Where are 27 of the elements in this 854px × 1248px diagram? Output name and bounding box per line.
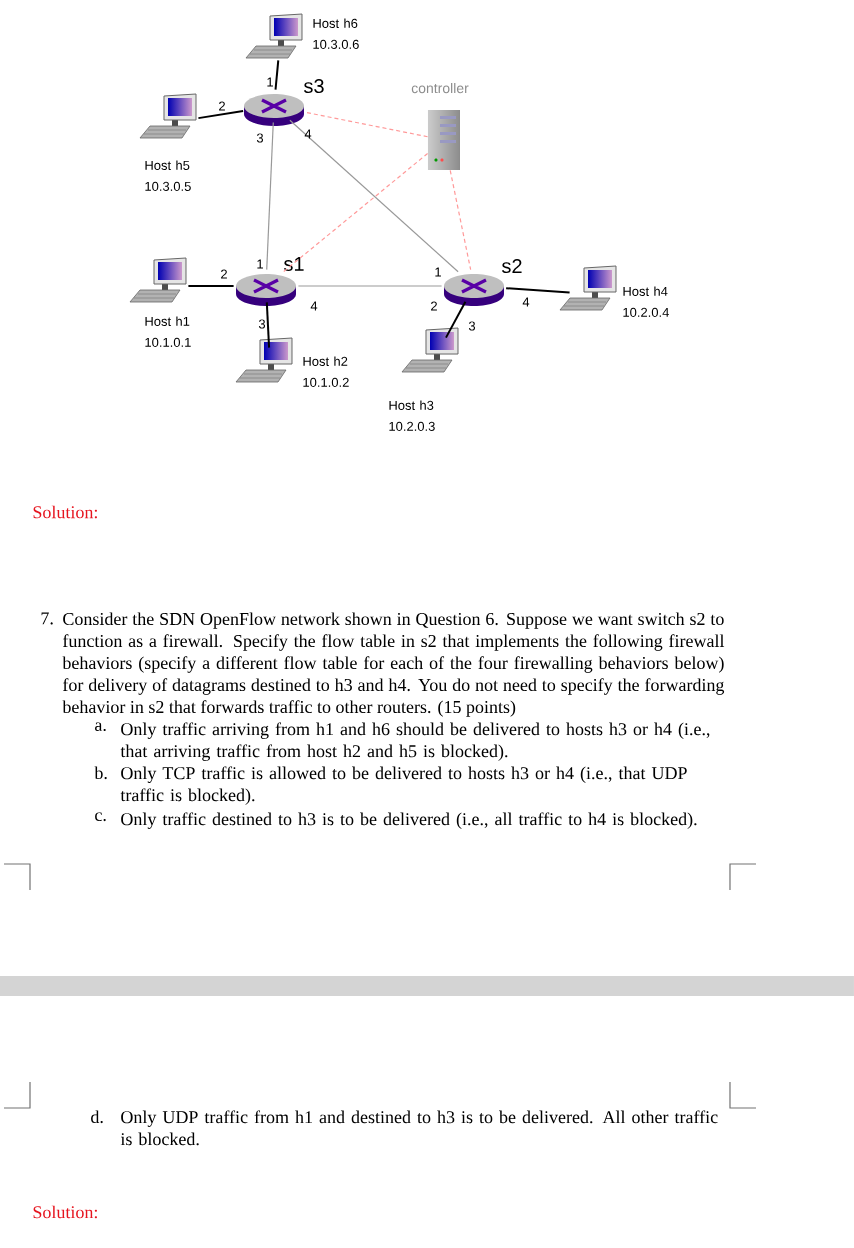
- switch-label: s1: [284, 257, 304, 271]
- list-marker: b.: [94, 766, 107, 780]
- solution-label: Solution:: [33, 505, 97, 519]
- link-line: [197, 109, 245, 120]
- control-link: [303, 111, 429, 138]
- list-marker: 7.: [41, 612, 53, 625]
- link-line: [187, 285, 235, 287]
- list-item: Only traffic arriving from h1 and h6 should be delivered to hosts h3 or h4 (i.e., that arriving traffic from host h2 and h5 is blocked).: [120, 722, 710, 761]
- link-line: [297, 285, 443, 287]
- list-marker: c.: [95, 812, 106, 822]
- list-item: Only traffic destined to h3 is to be delivered (i.e., all traffic to h4 is blocked).: [121, 812, 697, 829]
- link-line: [505, 287, 571, 294]
- control-link: [282, 152, 429, 273]
- question-text: Consider the SDN OpenFlow network shown in Question 6. Suppose we want switch s2 to function as a firewall. Specify the flow table in s2 that implements the following firewall behaviors (specify a different flow table for each of the four firewalling behaviors below) for delivery of datagrams destined to h3 and h4. You do not need to specify the forwarding behavior in s2 that forwards traffic to other routers. (15 points): [62, 612, 725, 717]
- switch-label: s2: [502, 258, 522, 274]
- link-line: [274, 59, 280, 91]
- list-marker: d.: [91, 1110, 103, 1124]
- list-marker: a.: [95, 722, 106, 732]
- link-line: [289, 119, 459, 273]
- list-item: Only UDP traffic from h1 and destined to h3 is to be delivered. All other traffic is blocked.: [120, 1110, 718, 1146]
- link-line: [266, 121, 274, 271]
- link-line: [265, 301, 271, 349]
- solution-label: Solution:: [33, 1205, 97, 1219]
- link-line: [445, 300, 467, 339]
- switch-label: s3: [304, 78, 324, 94]
- control-link: [449, 169, 472, 271]
- list-item: Only TCP traffic is allowed to be delivered to hosts h3 or h4 (i.e., that UDP traffic is blocked).: [120, 766, 687, 805]
